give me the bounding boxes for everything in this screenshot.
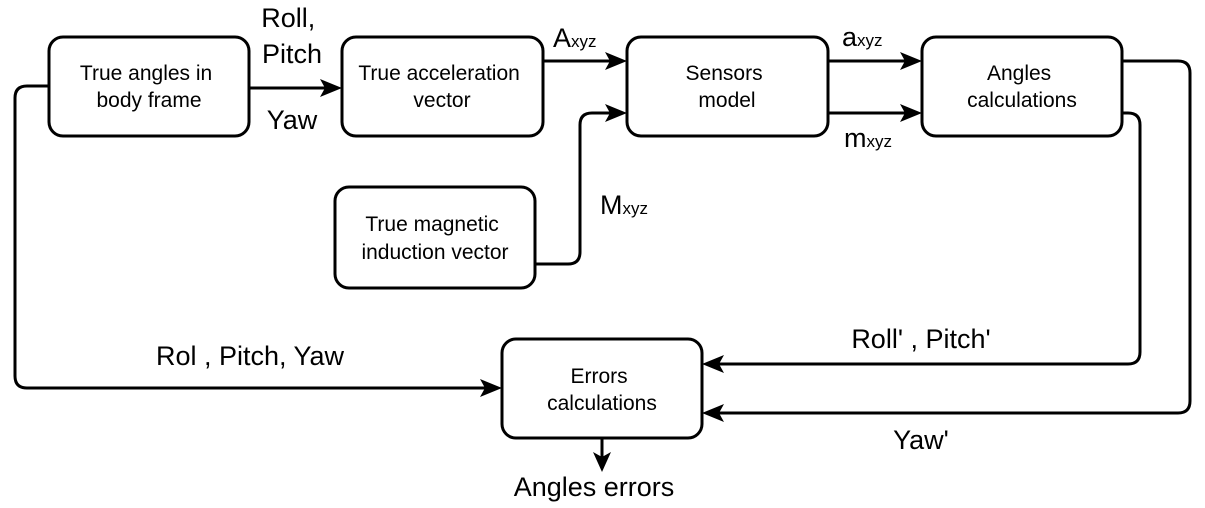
box-errors-calculations-line-1: Errors [570, 365, 627, 388]
arrowhead [702, 355, 724, 373]
label-A-sub: xyz [571, 32, 597, 51]
box-true-angles: True angles in body frame [47, 35, 251, 138]
label-rol-pitch-yaw: Rol , Pitch, Yaw [156, 341, 345, 371]
wire-true-angles-to-errors [13, 84, 488, 390]
arrowhead [605, 104, 627, 122]
box-true-magnetic-line-2: induction vector [361, 241, 508, 264]
arrowhead [702, 404, 724, 422]
label-M-xyz: Mxyz [600, 190, 648, 220]
arrowhead [320, 79, 342, 97]
label-roll: Roll, [261, 3, 315, 33]
label-a-sub: xyz [857, 31, 883, 50]
label-m-sub: xyz [867, 132, 893, 151]
box-true-magnetic-line-1: True magnetic [365, 213, 498, 236]
svg-text:True acceleration vector: True acceleration vector [358, 62, 525, 112]
box-errors-calculations: Errors calculations [500, 337, 704, 440]
box-angles-calculations-line-2: calculations [967, 89, 1077, 112]
wire-angles-to-errors-roll-pitch [716, 111, 1142, 366]
svg-text:True magnetic induction: True magnetic induction vector [361, 213, 508, 264]
wire-magnetic-to-sensors [535, 111, 613, 266]
arrowhead [480, 379, 502, 397]
label-m-xyz: mxyz [844, 123, 892, 153]
arrowhead [900, 104, 922, 122]
label-angles-errors: Angles errors [514, 472, 675, 502]
box-sensors-model-line-2: model [698, 89, 755, 112]
arrowhead [900, 52, 922, 70]
box-true-acceleration-line-1: True acceleration [358, 62, 519, 85]
label-m-main: m [844, 123, 867, 153]
label-roll-pitch: Roll, Pitch [261, 3, 323, 69]
svg-text:Angles calculations: Angles calculations [967, 62, 1077, 112]
label-A-xyz: Axyz [553, 23, 597, 53]
box-true-acceleration: True acceleration vector [340, 35, 545, 138]
label-A-main: A [553, 23, 571, 53]
box-sensors-model-line-1: Sensors [686, 62, 763, 85]
box-true-acceleration-line-2: vector [413, 89, 470, 112]
box-sensors-model: Sensors model [625, 35, 830, 138]
label-a-xyz: axyz [842, 22, 883, 52]
box-angles-calculations: Angles calculations [920, 35, 1124, 138]
label-roll-pitch-prime: Roll' , Pitch' [851, 324, 990, 354]
svg-text:True angles in body fram: True angles in body frame [80, 62, 218, 112]
box-true-angles-line-1: True angles in [80, 62, 212, 85]
wire-angles-to-errors-yaw [716, 59, 1192, 415]
svg-text:Errors calculations: Errors calculations [547, 365, 657, 415]
box-errors-calculations-line-2: calculations [547, 392, 657, 415]
box-true-angles-line-2: body frame [96, 89, 201, 112]
label-M-sub: xyz [623, 199, 649, 218]
label-yaw: Yaw [267, 105, 318, 135]
label-a-main: a [842, 22, 858, 52]
box-true-magnetic: True magnetic induction vector [333, 185, 537, 290]
arrowhead [605, 52, 627, 70]
label-yaw-prime: Yaw' [893, 425, 949, 455]
box-angles-calculations-line-1: Angles [987, 62, 1051, 85]
arrowhead [593, 452, 611, 472]
label-M-main: M [600, 190, 623, 220]
svg-text:Sensors model: Sensors model [686, 62, 769, 112]
label-pitch: Pitch [262, 39, 322, 69]
